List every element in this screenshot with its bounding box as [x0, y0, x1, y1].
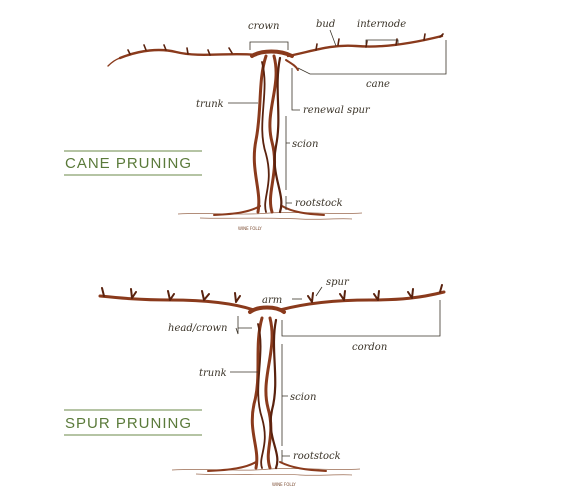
label-bud: bud: [316, 19, 335, 30]
spur-scion-bracket: [281, 344, 288, 446]
bud-leader: [329, 29, 337, 47]
spur-ground-line: [171, 468, 361, 471]
spur-signature: WINE FOLLY: [272, 482, 296, 487]
label-spur-scion: scion: [290, 392, 316, 403]
spur-trunk-strand-1: [250, 316, 264, 470]
spur-trunk-strand-2: [264, 316, 274, 470]
cordon-leader: [281, 300, 441, 337]
cane-trunk-strand-4: [261, 61, 270, 213]
spurs-right: [307, 284, 443, 303]
spur-root-right: [279, 461, 327, 472]
cane-scion-bracket: [285, 116, 290, 190]
cane-left-buds: [127, 44, 233, 56]
spur-rootstock-bracket: [281, 450, 290, 462]
cane-root-right: [281, 205, 325, 216]
cane-trunk-strand-1: [252, 54, 268, 214]
cane-ground-line: [177, 212, 363, 215]
spur-root-left: [207, 461, 257, 472]
spur-leader: [315, 286, 323, 297]
cane-signature: WINE FOLLY: [238, 226, 262, 231]
cordon-left: [98, 294, 256, 312]
head-crown-leader: [235, 316, 252, 335]
spurs-left: [101, 287, 241, 303]
label-cane-scion: scion: [292, 139, 318, 150]
cane-right: [286, 34, 444, 58]
label-spur-trunk: trunk: [199, 368, 227, 379]
label-head-crown: head/crown: [168, 323, 228, 334]
cane-renewal-spur: [285, 59, 299, 71]
cane-ground-line-2: [199, 217, 353, 220]
label-cane-rootstock: rootstock: [295, 198, 343, 209]
label-renewal-spur: renewal spur: [303, 105, 371, 116]
cane-left: [118, 48, 258, 60]
cane-leader-lines: [228, 29, 447, 210]
label-crown: crown: [248, 21, 279, 32]
label-cordon: cordon: [352, 342, 387, 353]
label-spur: spur: [326, 277, 350, 288]
label-arm: arm: [262, 295, 282, 306]
renewal-spur-leader: [291, 68, 300, 111]
cane-trunk-strand-2: [268, 54, 278, 214]
label-spur-rootstock: rootstock: [293, 451, 341, 462]
cordon-right: [278, 290, 446, 312]
spur-pruning-illustration: WINE FOLLY: [98, 284, 446, 487]
spur-ground-line-2: [195, 473, 353, 476]
cane-pruning-illustration: WINE FOLLY: [107, 33, 444, 231]
spur-trunk-strand-3: [269, 318, 279, 470]
crown-bracket: [249, 41, 289, 50]
cane-leader: [297, 40, 447, 75]
cane-right-buds: [315, 33, 444, 51]
internode-bracket: [365, 39, 399, 44]
label-internode: internode: [357, 19, 406, 30]
cane-left-tip: [107, 57, 121, 67]
cane-rootstock-bracket: [285, 196, 292, 210]
spur-trunk-strand-4: [257, 323, 266, 469]
cane-crown: [250, 49, 294, 58]
spur-pruning-title: SPUR PRUNING: [65, 415, 192, 432]
spur-leader-lines: [230, 286, 441, 462]
label-cane: cane: [366, 79, 390, 90]
cane-pruning-title: CANE PRUNING: [65, 155, 192, 172]
cane-trunk-strand-3: [273, 56, 283, 214]
label-cane-trunk: trunk: [196, 99, 224, 110]
